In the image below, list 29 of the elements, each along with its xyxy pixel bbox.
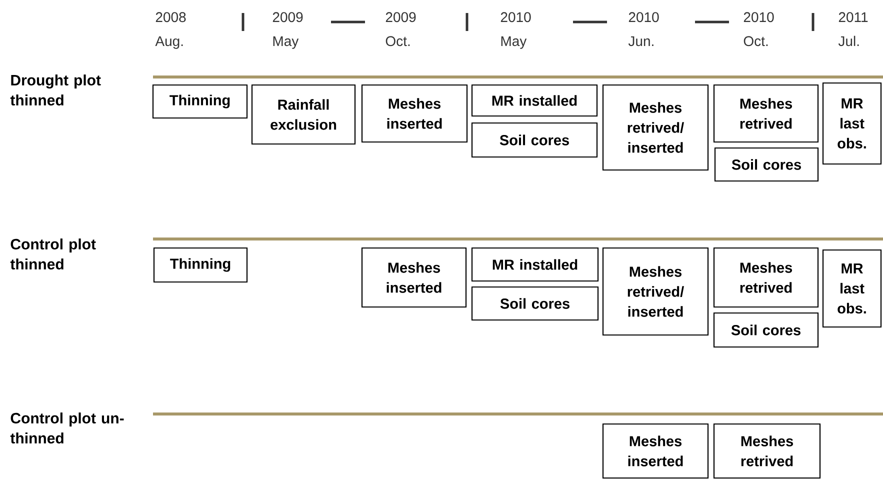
event-box: Meshes inserted bbox=[602, 423, 709, 479]
row-label: Control plot thinned bbox=[10, 238, 96, 270]
date-label: 2010 Jun. bbox=[628, 12, 659, 46]
event-box: Meshes inserted bbox=[361, 247, 467, 308]
date-label: 2010 Oct. bbox=[744, 12, 774, 46]
event-box: Thinning bbox=[153, 247, 248, 283]
date-label: 2009 Oct. bbox=[386, 12, 416, 46]
event-box: MR installed bbox=[471, 84, 598, 117]
event-box: Meshes retrived/ inserted bbox=[602, 84, 709, 171]
event-box: MR installed bbox=[471, 247, 599, 282]
date-label: 2009 May bbox=[272, 12, 303, 49]
date-label: 2010 May bbox=[500, 12, 531, 49]
event-box: Soil cores bbox=[714, 147, 819, 182]
event-box: MR last obs. bbox=[822, 82, 882, 165]
row-label: Drought plot thinned bbox=[10, 74, 101, 106]
date-label: 2008 Aug. bbox=[155, 12, 186, 49]
event-box: Soil cores bbox=[471, 122, 598, 158]
event-box: Meshes retrived/ inserted bbox=[602, 247, 709, 336]
event-box: Meshes retrived bbox=[713, 84, 819, 143]
event-box: Rainfall exclusion bbox=[251, 84, 356, 145]
event-box: Soil cores bbox=[713, 312, 819, 348]
event-box: Meshes retrived bbox=[713, 247, 819, 308]
event-box: MR last obs. bbox=[822, 249, 882, 328]
event-box: Thinning bbox=[152, 84, 248, 119]
row-label: Control plot un-thinned bbox=[10, 412, 124, 444]
event-box: Meshes retrived bbox=[713, 423, 821, 479]
event-box: Soil cores bbox=[471, 286, 599, 321]
event-box: Meshes inserted bbox=[361, 84, 468, 143]
date-label: 2011 Jul. bbox=[838, 12, 868, 46]
